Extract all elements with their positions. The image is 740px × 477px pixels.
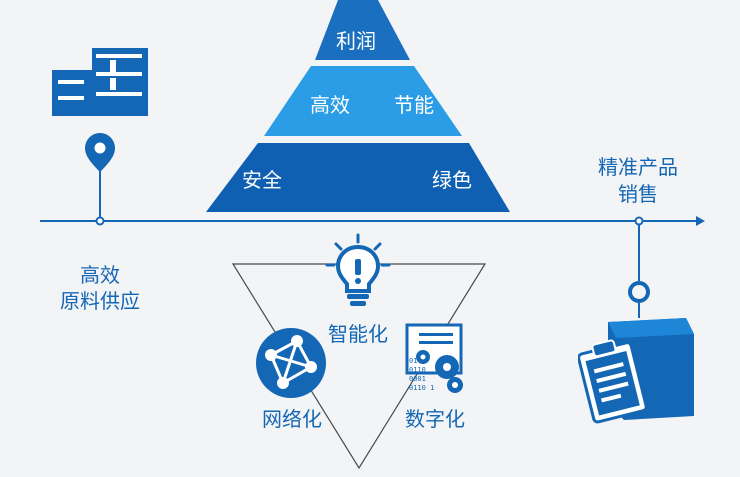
pyramid-top-tier	[315, 0, 410, 60]
digital-gears-icon: 01 0110 0001 0110 1	[405, 323, 463, 393]
globe-network-icon	[256, 328, 326, 398]
left-milestone-line1: 高效	[80, 263, 120, 287]
svg-text:0110: 0110	[409, 366, 426, 374]
left-milestone-line2: 原料供应	[60, 289, 140, 313]
pyramid-middle-right-label: 节能	[394, 93, 434, 117]
pyramid-bottom-right-label: 绿色	[432, 168, 472, 192]
right-milestone-line1: 精准产品	[598, 155, 678, 179]
triangle-top-label: 智能化	[328, 322, 388, 346]
pyramid-bottom-tier	[206, 143, 510, 212]
right-hook-pin	[628, 216, 650, 318]
triangle-left-label: 网络化	[262, 407, 322, 431]
pyramid-bottom-left-label: 安全	[242, 168, 282, 192]
pyramid-middle-left-label: 高效	[310, 93, 350, 117]
triangle-right-label: 数字化	[405, 407, 465, 431]
left-map-pin	[85, 133, 115, 226]
svg-text:01: 01	[409, 357, 417, 365]
box-clipboard-icon	[578, 318, 694, 424]
server-barrels-icon	[52, 48, 148, 116]
pyramid-top-label: 利润	[336, 29, 376, 53]
svg-text:0110 1: 0110 1	[409, 384, 434, 392]
pyramid-middle-tier	[264, 66, 462, 136]
right-milestone-line2: 销售	[618, 182, 658, 206]
svg-text:0001: 0001	[409, 375, 426, 383]
lightbulb-icon	[325, 233, 391, 306]
timeline-arrow	[696, 216, 705, 226]
